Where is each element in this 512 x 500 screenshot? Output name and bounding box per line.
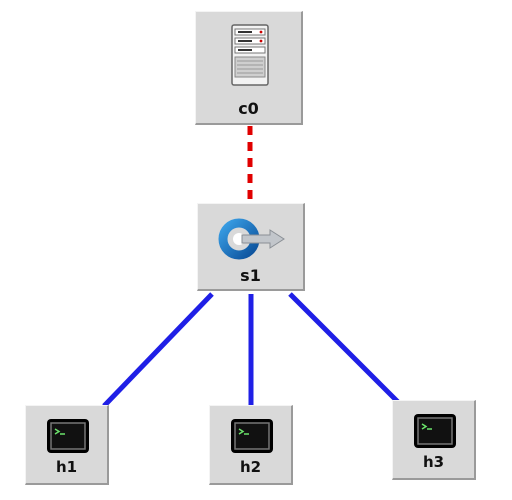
node-label: h3: [422, 453, 445, 471]
host-node-h2[interactable]: h2: [209, 405, 293, 485]
switch-icon: [218, 218, 285, 260]
host-node-h3[interactable]: h3: [392, 400, 476, 480]
terminal-icon: [414, 414, 456, 448]
terminal-icon: [47, 419, 89, 453]
node-label: h2: [239, 458, 262, 476]
link-s1-h1[interactable]: [102, 292, 214, 408]
terminal-icon: [231, 419, 273, 453]
controller-node-c0[interactable]: c0: [195, 11, 303, 125]
host-node-h1[interactable]: h1: [25, 405, 109, 485]
node-label: s1: [240, 266, 261, 285]
node-label: h1: [55, 458, 78, 476]
link-s1-h3[interactable]: [288, 292, 404, 408]
switch-node-s1[interactable]: s1: [197, 203, 305, 291]
server-icon: [231, 24, 269, 86]
node-label: c0: [238, 99, 259, 118]
